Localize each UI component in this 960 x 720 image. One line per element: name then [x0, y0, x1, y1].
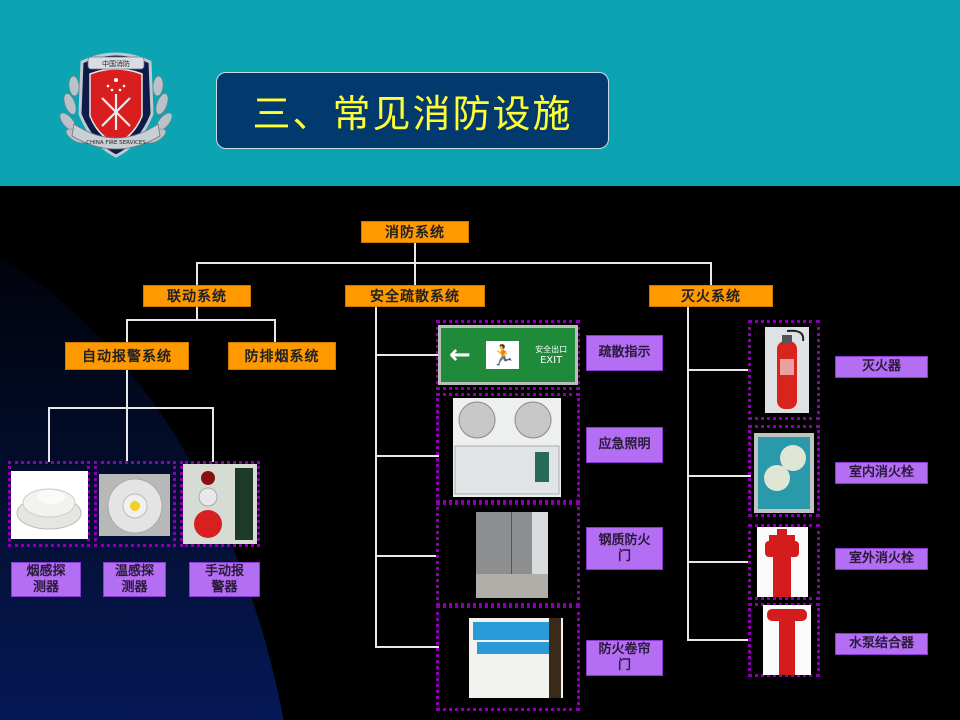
leaf-label: 门 [617, 658, 631, 673]
leaf-steel-fire-door: 钢质防火 门 [586, 527, 663, 570]
leaf-evacuation-sign: 疏散指示 [586, 335, 663, 371]
running-man-icon: 🏃 [486, 341, 520, 369]
photo-frame [94, 461, 176, 547]
leaf-label: 钢质防火 [598, 532, 651, 548]
leaf-label: 测器 [121, 579, 148, 595]
arrow-left-icon: ← [448, 340, 471, 370]
photo-frame [180, 461, 260, 547]
leaf-manual-alarm: 手动报 警器 [189, 562, 260, 597]
slide-title: 三、常见消防设施 [252, 92, 573, 136]
outdoor-hydrant-photo [757, 527, 808, 597]
photo-frame [8, 461, 90, 547]
leaf-outdoor-hydrant: 室外消火栓 [835, 548, 928, 570]
photo-frame [748, 524, 820, 600]
svg-text:CHINA FIRE SERVICES: CHINA FIRE SERVICES [86, 140, 146, 146]
slide-header: 中国消防 CHINA FIRE SERVICES 三、常见消防设施 [0, 0, 960, 186]
leaf-label: 烟感探 [26, 563, 66, 579]
connector-line [126, 319, 276, 321]
leaf-label: 警器 [211, 579, 238, 595]
heat-detector-photo [99, 474, 170, 536]
leaf-label: 门 [617, 548, 631, 564]
leaf-emergency-lighting: 应急照明 [586, 427, 663, 463]
connector-line [687, 306, 689, 640]
photo-frame [748, 603, 820, 677]
slide-title-box: 三、常见消防设施 [216, 72, 609, 149]
photo-frame [748, 425, 820, 517]
leaf-indoor-hydrant: 室内消火栓 [835, 462, 928, 484]
connector-line [212, 407, 214, 462]
photo-frame [748, 320, 820, 420]
manual-alarm-photo [183, 464, 257, 544]
connector-line [687, 475, 751, 477]
node-smoke-control-system: 防排烟系统 [228, 342, 336, 370]
connector-line [48, 407, 50, 462]
china-fire-services-emblem-icon: 中国消防 CHINA FIRE SERVICES [59, 44, 173, 160]
fire-extinguisher-photo [765, 327, 809, 413]
connector-line [375, 306, 377, 648]
leaf-fire-shutter: 防火卷帘 门 [586, 640, 663, 676]
connector-line [414, 242, 416, 264]
pump-connector-photo [763, 605, 811, 675]
connector-line [710, 262, 712, 286]
connector-line [414, 262, 416, 286]
node-linkage-system: 联动系统 [143, 285, 251, 307]
leaf-pump-connector: 水泵结合器 [835, 633, 928, 655]
node-extinguishing-system: 灭火系统 [649, 285, 773, 307]
photo-frame [436, 605, 580, 711]
leaf-label: 温感探 [114, 563, 154, 579]
connector-line [375, 646, 439, 648]
leaf-label: 测器 [32, 579, 59, 595]
connector-line [687, 639, 751, 641]
svg-text:中国消防: 中国消防 [102, 59, 130, 68]
photo-frame [436, 502, 580, 606]
connector-line [126, 370, 128, 462]
emergency-light-photo [453, 398, 561, 497]
leaf-label: 防火卷帘 [598, 642, 651, 657]
connector-line [274, 319, 276, 343]
connector-line [126, 319, 128, 343]
connector-line [687, 561, 751, 563]
connector-line [48, 407, 214, 409]
connector-line [196, 262, 712, 264]
connector-line [375, 555, 439, 557]
exit-sign-exit: EXIT [539, 355, 563, 366]
connector-line [196, 306, 198, 320]
connector-line [375, 455, 439, 457]
photo-frame [436, 393, 580, 503]
photo-frame [436, 320, 580, 390]
smoke-detector-photo [11, 471, 88, 539]
leaf-label: 手动报 [204, 563, 244, 579]
leaf-heat-detector: 温感探 测器 [103, 562, 166, 597]
connector-line [687, 369, 751, 371]
connector-line [196, 262, 198, 286]
fire-shutter-photo [469, 618, 563, 698]
leaf-fire-extinguisher: 灭火器 [835, 356, 928, 378]
exit-sign-photo: ← 🏃 安全出口 EXIT [438, 325, 578, 385]
node-evacuation-system: 安全疏散系统 [345, 285, 485, 307]
exit-sign-text: 安全出口 [535, 345, 568, 354]
steel-fire-door-photo [476, 512, 548, 598]
leaf-smoke-detector: 烟感探 测器 [11, 562, 81, 597]
node-auto-alarm-system: 自动报警系统 [65, 342, 189, 370]
indoor-hydrant-photo [754, 433, 814, 513]
node-fire-system-root: 消防系统 [361, 221, 469, 243]
connector-line [375, 354, 439, 356]
